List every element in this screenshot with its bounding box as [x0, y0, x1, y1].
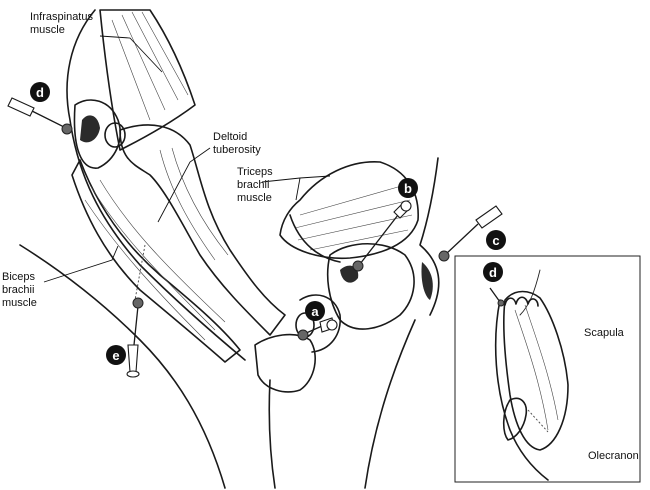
inset-scapula	[503, 290, 569, 451]
svg-text:b: b	[404, 181, 412, 196]
needle-b	[352, 200, 412, 272]
deltoid-tuberosity-label: Deltoid tuberosity	[213, 131, 261, 156]
scapula-label: Scapula	[584, 327, 625, 339]
inset-olecranon	[502, 397, 528, 441]
olecranon-label: Olecranon	[588, 450, 639, 462]
dorsal-outline	[66, 9, 246, 361]
svg-text:a: a	[311, 304, 319, 319]
svg-text:d: d	[36, 85, 44, 100]
biceps-brachii-muscle	[71, 159, 241, 363]
elbow-joint	[326, 242, 415, 330]
limb-illustration	[19, 9, 440, 489]
needle-a	[297, 317, 338, 341]
humerus-bone	[119, 124, 286, 336]
shoulder-joint	[73, 99, 122, 169]
svg-text:e: e	[112, 348, 119, 363]
needle-d	[7, 97, 73, 135]
infraspinatus-label: Infraspinatus muscle	[30, 11, 96, 36]
needle-c	[438, 205, 503, 262]
triceps-brachii-muscle	[279, 161, 419, 260]
inset-panel: d Scapula Olecranon	[454, 255, 641, 483]
triceps-brachii-label: Triceps brachii muscle	[237, 166, 276, 204]
marker-c: c	[486, 230, 506, 250]
marker-a: a	[305, 301, 325, 321]
lower-leg-left-outline	[268, 379, 276, 489]
back-outline	[419, 157, 440, 316]
svg-text:c: c	[492, 233, 499, 248]
radius-bone	[254, 333, 316, 393]
lower-leg-right-outline	[364, 319, 416, 489]
needle-e	[126, 297, 144, 378]
infraspinatus-muscle	[99, 9, 196, 151]
marker-e: e	[106, 345, 126, 365]
ventral-outline	[19, 244, 226, 489]
svg-text:d: d	[489, 265, 497, 280]
inset-marker-d: d	[483, 262, 503, 282]
marker-d: d	[30, 82, 50, 102]
biceps-brachii-label: Biceps brachii muscle	[2, 271, 38, 309]
marker-b: b	[398, 178, 418, 198]
